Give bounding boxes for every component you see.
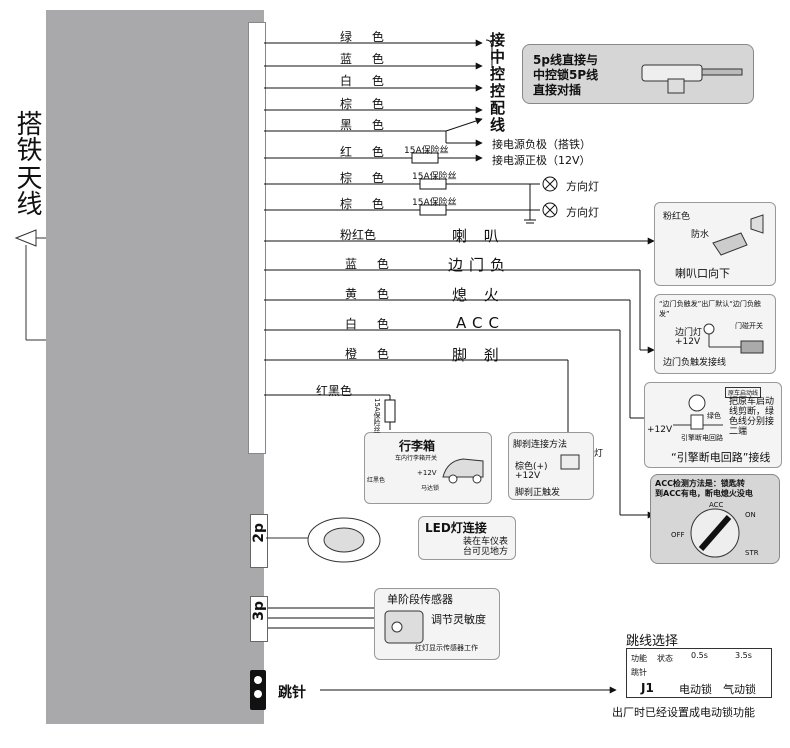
wire-label: 红 色: [340, 145, 392, 159]
horn-box: 粉红色 防水 喇叭口向下: [654, 202, 776, 286]
door-trigger-box: “边门负触发”出厂默认“边门负触发” 边门灯 +12V 门碰开关 边门负触发接线: [654, 294, 776, 374]
central-lock-label: 接中控 控配线: [490, 31, 506, 134]
jumper-label: 跳针: [278, 685, 306, 701]
wire-label: 棕 色: [340, 171, 392, 185]
turn-lamp-label: 方向灯: [566, 206, 599, 219]
wire-label: 白 色: [345, 317, 397, 331]
ground-target: 接电源负极（搭铁）: [492, 138, 591, 151]
control-unit: [46, 10, 264, 724]
brake-lamp-label: 灯: [594, 449, 604, 459]
wire-label: 粉红色: [340, 228, 377, 242]
wire-label: 绿 色: [340, 30, 392, 44]
ground-antenna-label: 搭铁 天线: [12, 110, 42, 216]
jumper-table: 功能 状态 跳针 0.5s 3.5s J1 电动锁 气动锁: [626, 648, 772, 698]
led-box: LED灯连接 装在车仪表台可见地方: [418, 516, 516, 560]
jumper-header: [250, 670, 266, 710]
sensor-module-icon: [384, 610, 424, 644]
wire-label: 橙 色: [345, 347, 397, 361]
horn-icon: [712, 214, 764, 256]
antenna-label: 天线: [12, 164, 42, 216]
ignition-target: 熄 火: [452, 286, 505, 304]
wire-label: 蓝 色: [340, 52, 392, 66]
wire-label: 黑 色: [340, 118, 392, 132]
wire-label: 红黑色: [316, 384, 353, 398]
fuse-label: 15A保险丝: [412, 172, 457, 182]
door-switch-icon: [703, 323, 764, 354]
sensor-box: 单阶段传感器 调节灵敏度 红灯显示传感器工作: [374, 588, 500, 660]
ignition-switch-icon: [690, 508, 740, 558]
trunk-fuse-label: 15A保险丝: [373, 398, 381, 433]
lock-actuator-icon: [641, 64, 743, 94]
car-trunk-icon: [442, 458, 484, 484]
jumper-select-title: 跳线选择: [626, 634, 679, 649]
power-target: 接电源正极（12V）: [492, 154, 591, 167]
jumper-footer: 出厂时已经设置成电动锁功能: [612, 706, 755, 719]
fuse-label: 15A保险丝: [404, 146, 449, 156]
wire-label: 蓝 色: [345, 257, 397, 271]
connector-3p: 3p: [250, 596, 268, 642]
brake-pedal-icon: [560, 454, 580, 470]
horn-target: 喇 叭: [452, 227, 505, 245]
wire-label: 棕 色: [340, 197, 392, 211]
trunk-box: 行李箱 车内行李箱开关 +12V 红黑色 马达锁: [364, 432, 492, 504]
antenna-icon: [14, 229, 37, 247]
central-lock-note-box: 5p线直接与中控锁5P线直接对插: [522, 44, 754, 104]
door-target: 边门负: [448, 256, 512, 274]
engine-cut-box: 原车启动线 把原车启动线剪断，绿 色线分别接二端 +12V 绿色 引擎断电回路 …: [644, 382, 782, 468]
brake-box: 脚刹连接方法 棕色(+) +12V 脚刹正触发: [508, 432, 594, 500]
wire-label: 白 色: [340, 74, 392, 88]
acc-target: ACC: [456, 314, 505, 332]
connector-2p: 2p: [250, 514, 268, 568]
wire-harness-strip: [248, 22, 266, 454]
wire-label: 棕 色: [340, 97, 392, 111]
turn-lamp-label: 方向灯: [566, 180, 599, 193]
acc-box: ACC检测方法是：锁匙转到ACC有电，断电熄火没电 ACC ON OFF STR: [650, 474, 780, 564]
relay-icon: [673, 394, 723, 430]
led-lamp-icon: [266, 517, 381, 563]
fuse-label: 15A保险丝: [412, 198, 457, 208]
wire-label: 黄 色: [345, 287, 397, 301]
brake-target: 脚 刹: [452, 346, 505, 364]
ground-label: 搭铁: [12, 110, 42, 162]
